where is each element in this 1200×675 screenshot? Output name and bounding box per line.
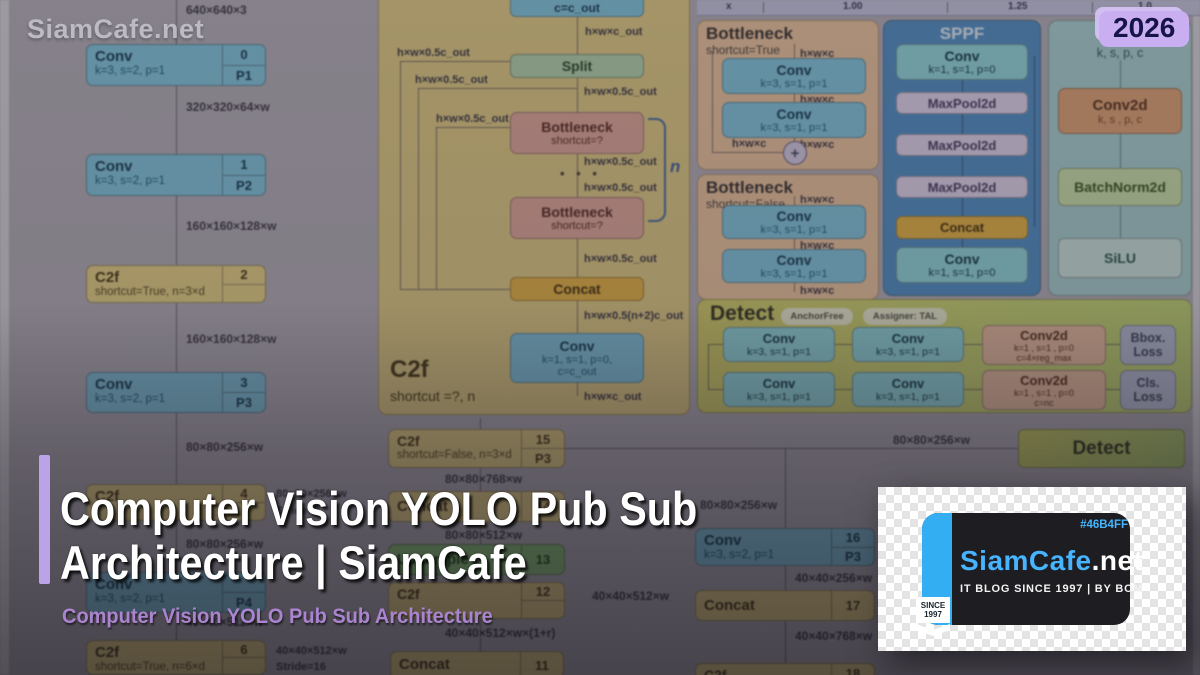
brand-color-code: #46B4FF bbox=[1080, 519, 1128, 531]
since-year: 1997 bbox=[924, 610, 942, 619]
title-line-1: Computer Vision YOLO Pub Sub bbox=[60, 482, 698, 535]
brand-name: SiamCafe bbox=[960, 545, 1092, 576]
page-subtitle: Computer Vision YOLO Pub Sub Architectur… bbox=[62, 604, 493, 628]
year-badge: 2026 bbox=[1099, 11, 1190, 47]
siamcafe-logo-card: #46B4FF SiamCafe.net IT BLOG SINCE 1997 … bbox=[878, 487, 1186, 651]
logo-plate bbox=[922, 513, 1130, 625]
title-line-2: Architecture | SiamCafe bbox=[60, 536, 527, 589]
since-word: SINCE bbox=[920, 601, 946, 610]
brand-tld: .net bbox=[1091, 545, 1144, 576]
brand-wordmark: SiamCafe.net bbox=[960, 545, 1143, 577]
title-accent-bar bbox=[39, 455, 50, 584]
ribbon-chevron-icon bbox=[916, 624, 950, 636]
brand-tagline: IT BLOG SINCE 1997 | BY BOM bbox=[960, 583, 1144, 595]
site-watermark: SiamCafe.net bbox=[27, 14, 205, 44]
since-ribbon: SINCE 1997 bbox=[916, 597, 950, 623]
page-title: Computer Vision YOLO Pub Sub Architectur… bbox=[60, 482, 697, 590]
